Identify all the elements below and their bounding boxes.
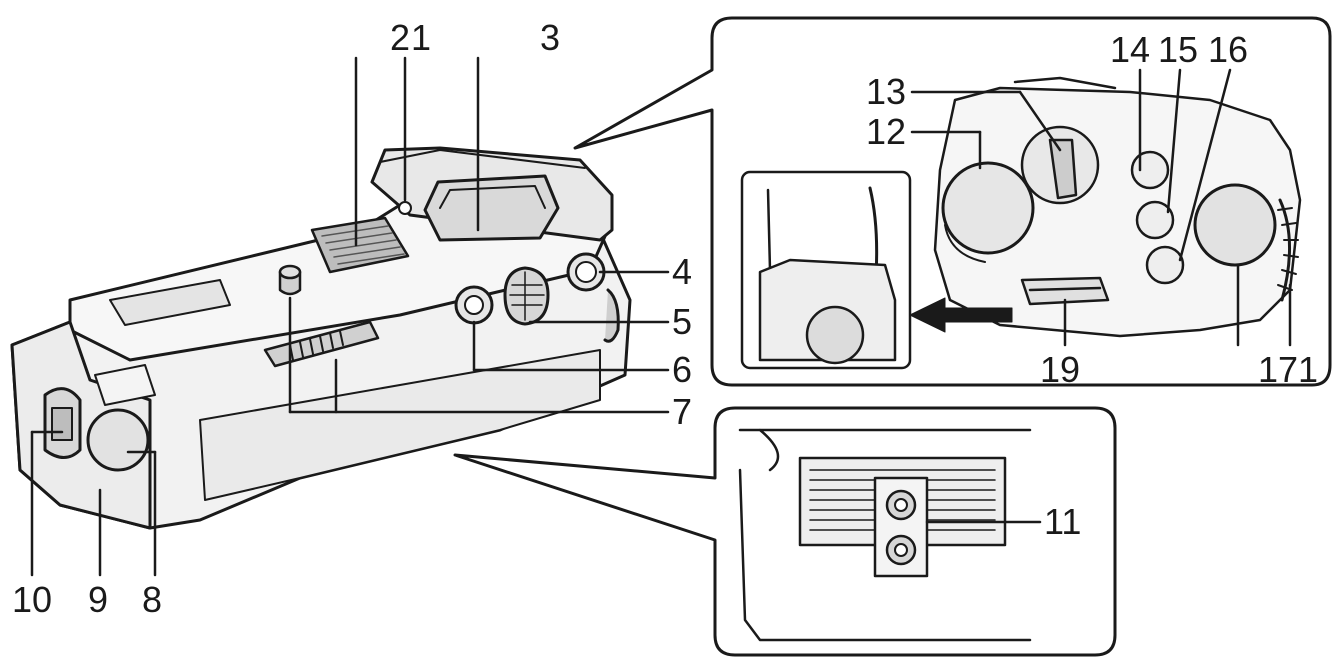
grip-top-recess — [109, 279, 231, 326]
inset-button-15 — [1135, 200, 1175, 240]
callout-16: 16 — [1208, 29, 1248, 70]
battery-chamber-opening — [423, 174, 560, 242]
inset-dial-12 — [941, 161, 1035, 255]
inset-slot-19-gap — [1028, 286, 1102, 292]
callout-5: 5 — [672, 301, 692, 342]
leader-15 — [1166, 68, 1182, 214]
inset-slot-19 — [1020, 276, 1110, 306]
grip-button-4-inner — [575, 261, 597, 283]
grip-front-side-panel — [199, 349, 601, 501]
leader-13b — [1018, 90, 1062, 152]
leader-16 — [1178, 68, 1232, 262]
inset-button-16 — [1145, 245, 1185, 285]
battery-chamber-inner — [439, 185, 546, 209]
callout-15: 15 — [1158, 29, 1198, 70]
callout-18: 1 — [1298, 349, 1318, 390]
inset-photo-lens — [805, 305, 865, 365]
grip-button-6-inner — [464, 295, 484, 315]
inset-callout-lines — [910, 68, 1292, 347]
grip-front-step — [94, 364, 156, 406]
inset-bottom-mount-screw-bottom-inner — [894, 543, 908, 557]
callout-9: 9 — [88, 579, 108, 620]
callout-19: 19 — [1040, 349, 1080, 390]
callout-4: 4 — [672, 251, 692, 292]
callout-17: 17 — [1258, 349, 1298, 390]
inset-photo-strap-left — [766, 188, 772, 272]
inset-dial-17-ridges — [1277, 207, 1299, 291]
callout-7: 7 — [672, 391, 692, 432]
callout-10: 10 — [12, 579, 52, 620]
main-callout-lines — [30, 56, 670, 577]
grip-rear-rim — [379, 149, 586, 169]
battery-grip-body — [10, 146, 632, 530]
inset-arrow — [909, 297, 1013, 333]
grip-side-dial — [603, 288, 620, 343]
grip-front-dial-8 — [86, 408, 150, 472]
inset-dial-12-edge — [944, 224, 986, 263]
inset-bottom-mount-screw-top-inner — [894, 498, 908, 512]
inset-bottom-view — [453, 406, 1117, 657]
inset-bottom-view-frame — [453, 406, 1117, 657]
grip-indicator-pin — [398, 201, 412, 215]
inset-bottom-grip-edge — [738, 428, 1032, 642]
callout-14: 14 — [1110, 29, 1150, 70]
callout-6: 6 — [672, 349, 692, 390]
inset-large-dial — [1193, 183, 1277, 267]
grip-contact-pins — [321, 225, 405, 265]
callout-2: 2 — [390, 17, 410, 58]
inset-top-edge — [1013, 76, 1117, 90]
grip-mount-screw-top — [278, 264, 302, 280]
callout-12: 12 — [866, 111, 906, 152]
callout-3: 3 — [540, 17, 560, 58]
callout-13: 13 — [866, 71, 906, 112]
callout-numbers: 1 2 3 4 5 6 7 8 9 10 11 12 13 14 15 16 1… — [12, 17, 1318, 620]
callout-1: 1 — [411, 17, 431, 58]
callout-8: 8 — [142, 579, 162, 620]
grip-joystick-5-texture — [509, 271, 545, 321]
grip-joystick-5 — [503, 266, 550, 326]
inset-button-14 — [1130, 150, 1170, 190]
grip-shutter-button-10-inner — [51, 407, 73, 441]
inset-joystick-13-lever — [1048, 138, 1078, 200]
callout-11: 11 — [1044, 501, 1081, 542]
